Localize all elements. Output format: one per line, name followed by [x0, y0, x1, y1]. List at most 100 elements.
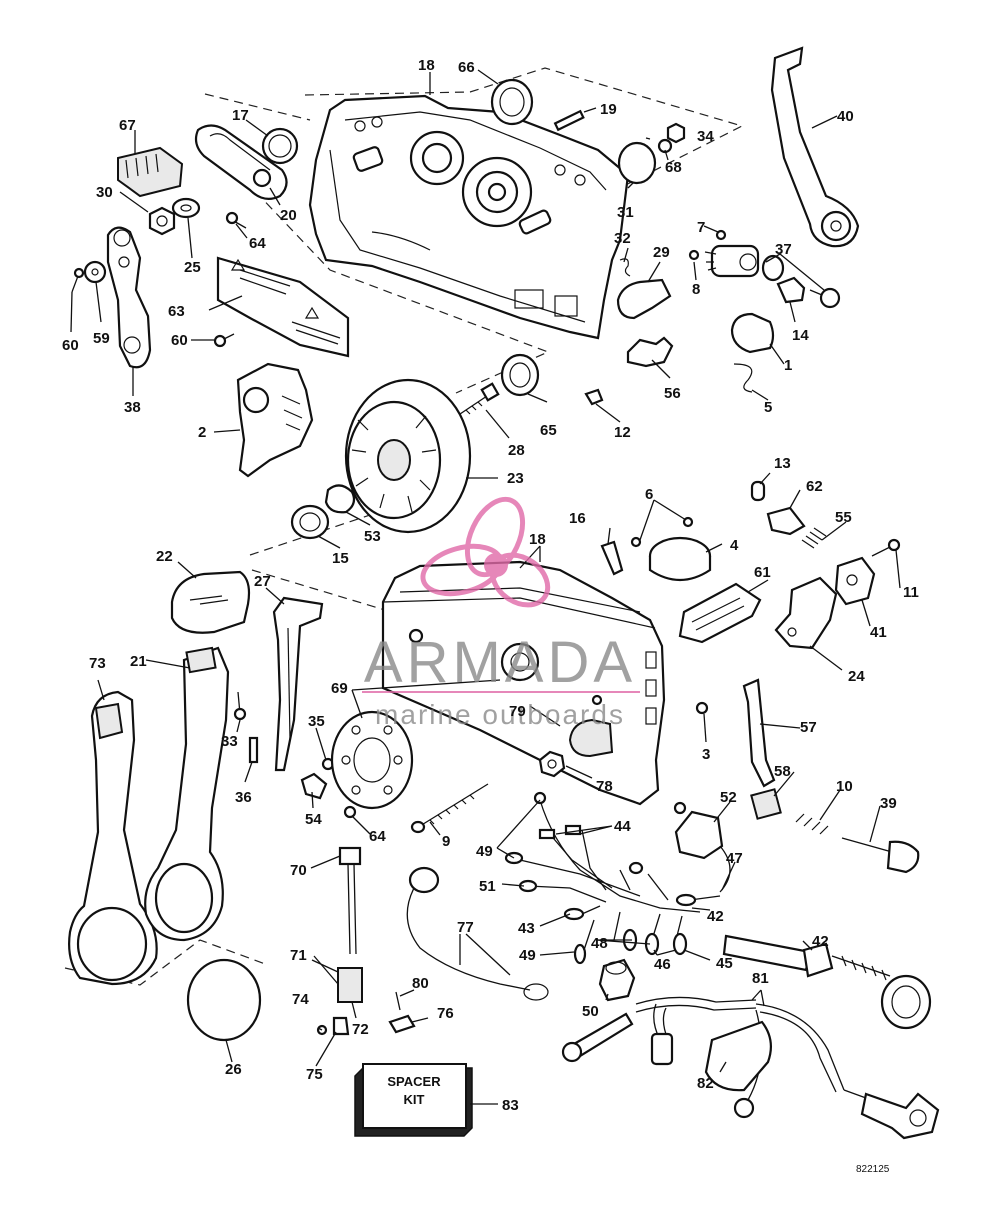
callout-50: 50 — [582, 1003, 599, 1020]
upper-control-housing — [308, 94, 630, 340]
middle-parts — [170, 362, 472, 772]
callout-12: 12 — [614, 424, 631, 441]
callout-82: 82 — [697, 1075, 714, 1092]
callout-63: 63 — [168, 303, 185, 320]
callout-73: 73 — [89, 655, 106, 672]
callout-68: 68 — [665, 159, 682, 176]
callout-74: 74 — [292, 991, 309, 1008]
callout-4: 4 — [730, 537, 739, 554]
callout-11: 11 — [903, 584, 919, 601]
callout-20: 20 — [280, 207, 297, 224]
callout-38: 38 — [124, 399, 141, 416]
callout-75: 75 — [306, 1066, 323, 1083]
callout-72: 72 — [352, 1021, 369, 1038]
callout-79: 79 — [509, 703, 526, 720]
callout-43: 43 — [518, 920, 535, 937]
callout-78: 78 — [596, 778, 613, 795]
callout-46: 46 — [654, 956, 671, 973]
callout-29: 29 — [653, 244, 670, 261]
callout-62: 62 — [806, 478, 823, 495]
callout-34: 34 — [697, 128, 714, 145]
callout-33: 33 — [221, 733, 238, 750]
callout-1: 1 — [784, 357, 792, 374]
callout-22: 22 — [156, 548, 173, 565]
callout-42-plug: 42 — [812, 933, 829, 950]
spacer-kit-line1: SPACER — [387, 1074, 441, 1089]
spacer-kit-box: SPACER KIT — [354, 1063, 498, 1137]
watermark-brand: ARMADA — [364, 630, 636, 695]
callout-7: 7 — [697, 219, 705, 236]
callout-48: 48 — [591, 935, 608, 952]
callout-53: 53 — [364, 528, 381, 545]
spacer-kit-line2: KIT — [404, 1092, 425, 1107]
callout-13: 13 — [774, 455, 791, 472]
upper-left-parts — [71, 124, 350, 369]
callout-67: 67 — [119, 117, 136, 134]
callout-65: 65 — [540, 422, 557, 439]
callout-18-lower: 18 — [529, 531, 546, 548]
callout-9: 9 — [442, 833, 450, 850]
callout-21: 21 — [130, 653, 147, 670]
callout-56: 56 — [664, 385, 681, 402]
callout-23: 23 — [507, 470, 524, 487]
callout-19: 19 — [600, 101, 617, 118]
callout-26: 26 — [225, 1061, 242, 1078]
callout-16: 16 — [569, 510, 586, 527]
callout-32: 32 — [614, 230, 631, 247]
callout-numbers: 18 66 19 34 68 40 67 17 30 20 25 64 31 3… — [62, 57, 919, 1114]
callout-44: 44 — [614, 818, 631, 835]
callout-80: 80 — [412, 975, 429, 992]
callout-27: 27 — [254, 573, 271, 590]
armada-watermark: ARMADA marine outboards — [362, 496, 640, 730]
callout-77: 77 — [457, 919, 474, 936]
callout-51: 51 — [479, 878, 496, 895]
callout-39: 39 — [880, 795, 897, 812]
callout-59: 59 — [93, 330, 110, 347]
callout-55: 55 — [835, 509, 852, 526]
callout-35: 35 — [308, 713, 325, 730]
reference-number: 822125 — [856, 1164, 890, 1175]
callout-45: 45 — [716, 955, 733, 972]
callout-14: 14 — [792, 327, 809, 344]
callout-25: 25 — [184, 259, 201, 276]
callout-15: 15 — [332, 550, 349, 567]
callout-57: 57 — [800, 719, 817, 736]
leader-lines — [70, 69, 901, 1073]
callout-58: 58 — [774, 763, 791, 780]
callout-52: 52 — [720, 789, 737, 806]
callout-49-lower: 49 — [519, 947, 536, 964]
upper-right-parts — [459, 46, 860, 415]
callout-2: 2 — [198, 424, 206, 441]
callout-30: 30 — [96, 184, 113, 201]
callout-6: 6 — [645, 486, 653, 503]
callout-66: 66 — [458, 59, 475, 76]
callout-37: 37 — [775, 241, 792, 258]
callout-49-upper: 49 — [476, 843, 493, 860]
callout-54: 54 — [305, 811, 322, 828]
callout-17: 17 — [232, 107, 249, 124]
callout-64-lower: 64 — [369, 828, 386, 845]
callout-10: 10 — [836, 778, 853, 795]
callout-3: 3 — [702, 746, 710, 763]
callout-28: 28 — [508, 442, 525, 459]
callout-18-upper: 18 — [418, 57, 435, 74]
callout-64-upper: 64 — [249, 235, 266, 252]
callout-60-right: 60 — [171, 332, 188, 349]
callout-61: 61 — [754, 564, 771, 581]
watermark-tagline: marine outboards — [375, 699, 625, 730]
callout-76: 76 — [437, 1005, 454, 1022]
propeller-logo-icon — [420, 496, 551, 608]
callout-47: 47 — [726, 850, 743, 867]
wiring-harness — [316, 791, 940, 1140]
callout-36: 36 — [235, 789, 252, 806]
callout-41: 41 — [870, 624, 887, 641]
callout-31: 31 — [617, 204, 634, 221]
callout-69: 69 — [331, 680, 348, 697]
callout-60-left: 60 — [62, 337, 79, 354]
callout-83: 83 — [502, 1097, 519, 1114]
callout-70: 70 — [290, 862, 307, 879]
callout-24: 24 — [848, 668, 865, 685]
callout-5: 5 — [764, 399, 772, 416]
callout-40: 40 — [837, 108, 854, 125]
